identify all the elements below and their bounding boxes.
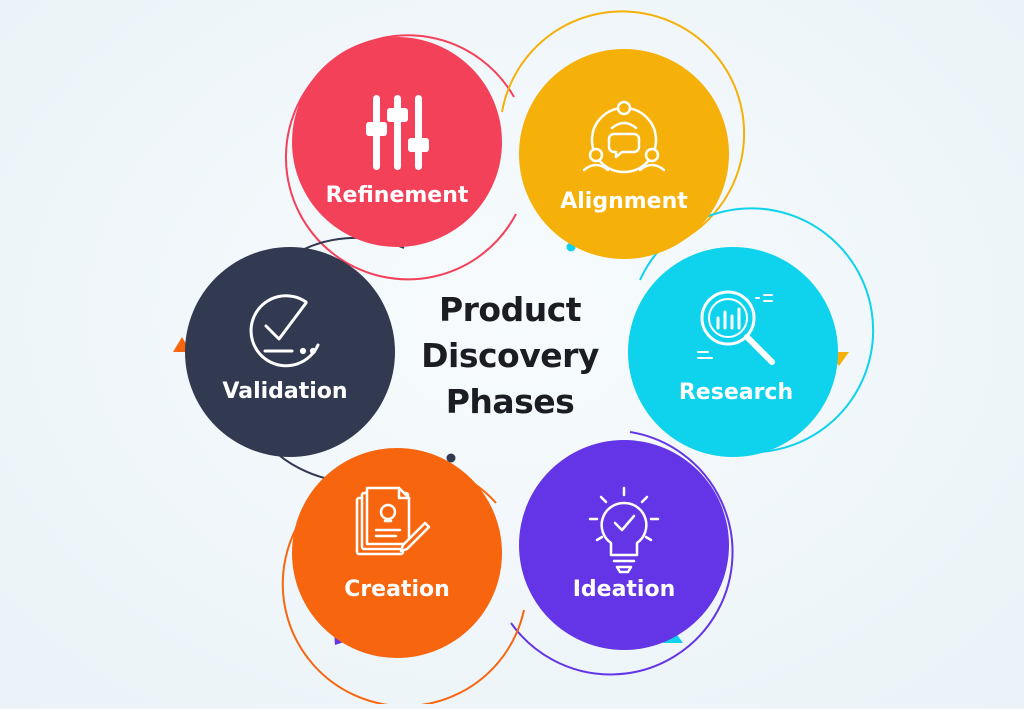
phase-label-ideation: Ideation [572,577,676,602]
documents-pen-icon [355,486,431,556]
phase-label-refinement: Refinement [325,183,469,208]
diagram-title: Product Discovery Phases [390,287,630,425]
ideation-ring [510,431,734,676]
phase-label-creation: Creation [344,577,450,602]
research-circle [628,247,838,457]
sliders-icon [366,95,429,170]
checkmark-badge-icon [249,294,320,368]
title-line-2: Discovery [421,336,599,375]
title-line-1: Product [438,290,582,329]
team-chat-icon [582,100,666,174]
phase-label-research: Research [678,380,794,405]
refinement-ring [284,34,517,281]
lightbulb-check-icon [588,486,660,574]
validation-ring-dot [446,453,456,463]
phase-label-alignment: Alignment [560,189,688,214]
alignment-circle [519,49,729,259]
magnifier-chart-icon [697,290,775,365]
ideation-circle [519,440,729,650]
phase-label-validation: Validation [222,379,348,404]
title-line-3: Phases [445,382,575,421]
